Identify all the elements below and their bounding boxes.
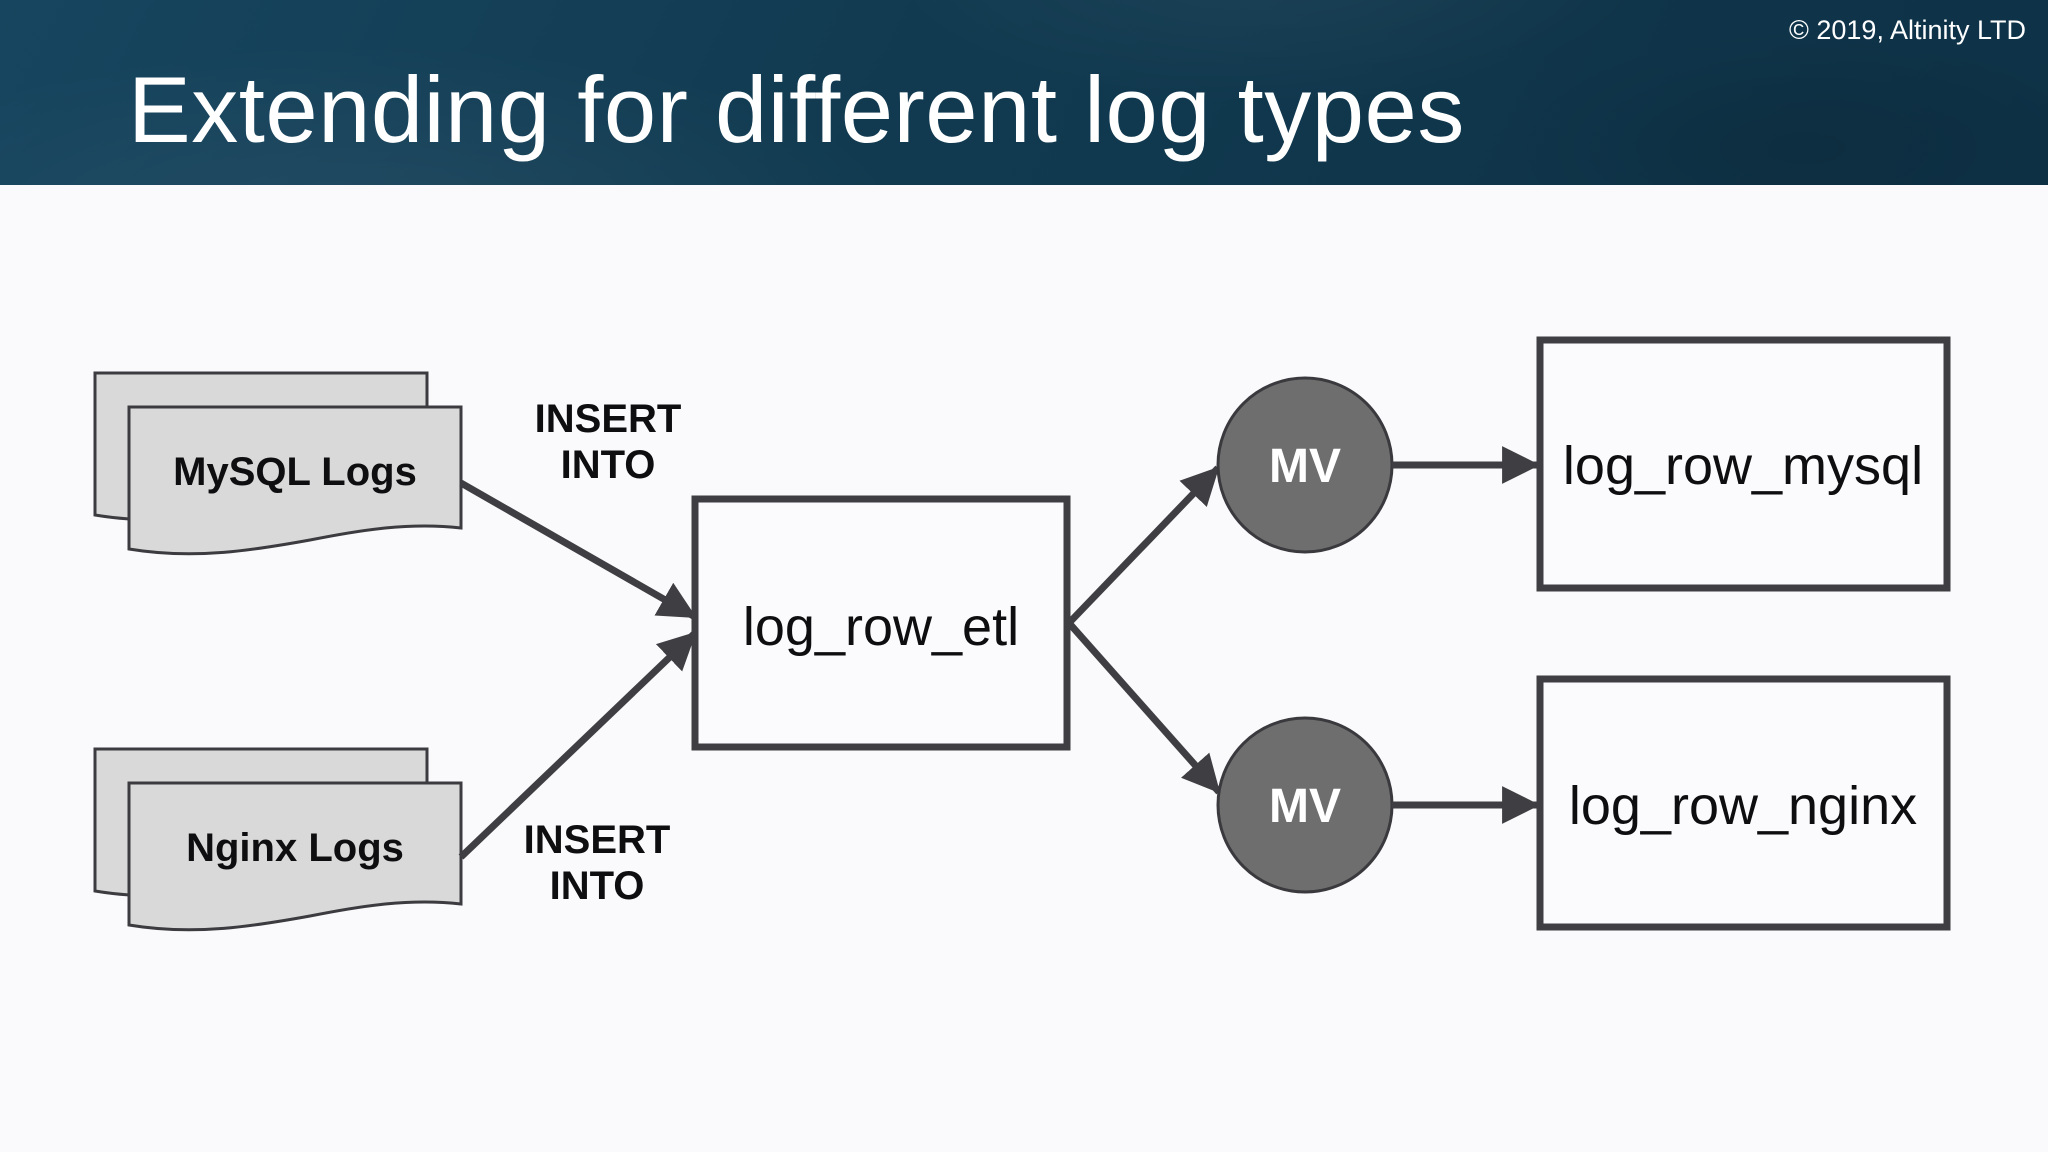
insert-into-bottom-line2: INTO: [550, 864, 645, 908]
insert-into-top-line2: INTO: [561, 443, 656, 487]
mysql-logs-source: MySQL Logs: [93, 371, 463, 556]
copyright-text: © 2019, Altinity LTD: [1788, 15, 2026, 45]
nginx-logs-document-icon: [127, 781, 463, 932]
mv-node-top: MV: [1216, 376, 1394, 554]
nginx-logs-source: Nginx Logs: [93, 747, 463, 932]
etl-table-label: log_row_etl: [743, 597, 1019, 657]
insert-into-label-bottom: INSERT INTO: [524, 818, 671, 908]
log-row-mysql-box: [1536, 336, 1951, 592]
log-row-nginx-label: log_row_nginx: [1569, 776, 1917, 836]
mv-label-top: MV: [1269, 440, 1341, 493]
target-table-mysql: log_row_mysql: [1536, 336, 1951, 592]
mysql-logs-label: MySQL Logs: [173, 450, 417, 494]
mv-label-bottom: MV: [1269, 780, 1341, 833]
arrow-nginx-to-etl: [458, 630, 698, 860]
log-types-diagram: MySQL Logs Nginx Logs INSERT INTO INSERT…: [93, 336, 1951, 932]
insert-into-bottom-line1: INSERT: [524, 818, 671, 862]
nginx-logs-label: Nginx Logs: [186, 826, 404, 870]
arrow-etl-to-mv-bottom: [1066, 620, 1222, 795]
log-row-mysql-label: log_row_mysql: [1563, 436, 1923, 496]
arrow-etl-to-mv-top: [1066, 465, 1221, 626]
mv-node-bottom: MV: [1216, 716, 1394, 894]
insert-into-top-line1: INSERT: [535, 397, 682, 441]
slide-header: Extending for different log types © 2019…: [0, 0, 2048, 185]
mysql-logs-document-icon: [127, 405, 463, 556]
etl-table-node: log_row_etl: [691, 495, 1071, 751]
insert-into-label-top: INSERT INTO: [535, 397, 682, 487]
log-row-nginx-box: [1536, 675, 1951, 931]
target-table-nginx: log_row_nginx: [1536, 675, 1951, 931]
arrow-mysql-to-etl: [459, 479, 697, 621]
slide-title: Extending for different log types: [128, 57, 1465, 162]
etl-table-box: [691, 495, 1071, 751]
